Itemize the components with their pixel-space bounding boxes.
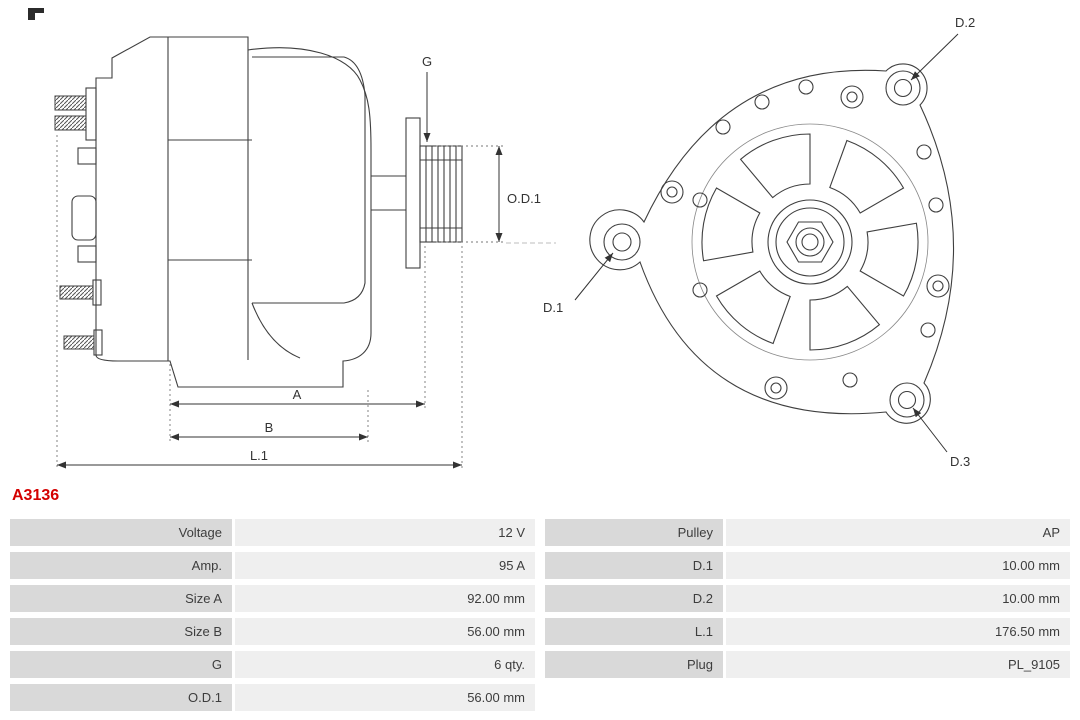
spec-value-size-a: 92.00 mm <box>235 585 535 612</box>
spec-value-voltage: 12 V <box>235 519 535 546</box>
dim-label-l1: L.1 <box>250 448 268 463</box>
spec-tables: Voltage 12 V Amp. 95 A Size A 92.00 mm S… <box>10 519 1070 711</box>
spec-value-d1: 10.00 mm <box>726 552 1070 579</box>
spec-label-l1: L.1 <box>545 618 723 645</box>
spec-value-d2: 10.00 mm <box>726 585 1070 612</box>
spec-label-size-b: Size B <box>10 618 232 645</box>
spec-table-right: Pulley AP D.1 10.00 mm D.2 10.00 mm L.1 … <box>545 519 1070 711</box>
spec-label-plug: Plug <box>545 651 723 678</box>
spec-value-g: 6 qty. <box>235 651 535 678</box>
technical-diagram: G O.D.1 A B L.1 D.2 D.1 D.3 <box>28 8 975 470</box>
dim-label-a: A <box>293 387 302 402</box>
dim-label-d2: D.2 <box>955 15 975 30</box>
spec-label-d1: D.1 <box>545 552 723 579</box>
dimension-annotations: G O.D.1 A B L.1 D.2 D.1 D.3 <box>56 15 975 470</box>
spec-value-l1: 176.50 mm <box>726 618 1070 645</box>
front-view <box>589 63 955 424</box>
spec-value-amp: 95 A <box>235 552 535 579</box>
spec-label-voltage: Voltage <box>10 519 232 546</box>
spec-label-d2: D.2 <box>545 585 723 612</box>
dim-label-d3: D.3 <box>950 454 970 469</box>
corner-mark <box>28 8 44 20</box>
side-view <box>54 36 463 388</box>
spec-label-pulley: Pulley <box>545 519 723 546</box>
spec-value-size-b: 56.00 mm <box>235 618 535 645</box>
spec-value-pulley: AP <box>726 519 1070 546</box>
dim-label-b: B <box>265 420 274 435</box>
dim-label-od1: O.D.1 <box>507 191 541 206</box>
dim-label-d1: D.1 <box>543 300 563 315</box>
spec-label-amp: Amp. <box>10 552 232 579</box>
part-number: A3136 <box>12 487 60 504</box>
spec-label-g: G <box>10 651 232 678</box>
spec-table-left: Voltage 12 V Amp. 95 A Size A 92.00 mm S… <box>10 519 535 711</box>
dim-label-g: G <box>422 54 432 69</box>
spec-label-od1: O.D.1 <box>10 684 232 711</box>
spec-label-size-a: Size A <box>10 585 232 612</box>
spec-value-plug: PL_9105 <box>726 651 1070 678</box>
spec-value-od1: 56.00 mm <box>235 684 535 711</box>
